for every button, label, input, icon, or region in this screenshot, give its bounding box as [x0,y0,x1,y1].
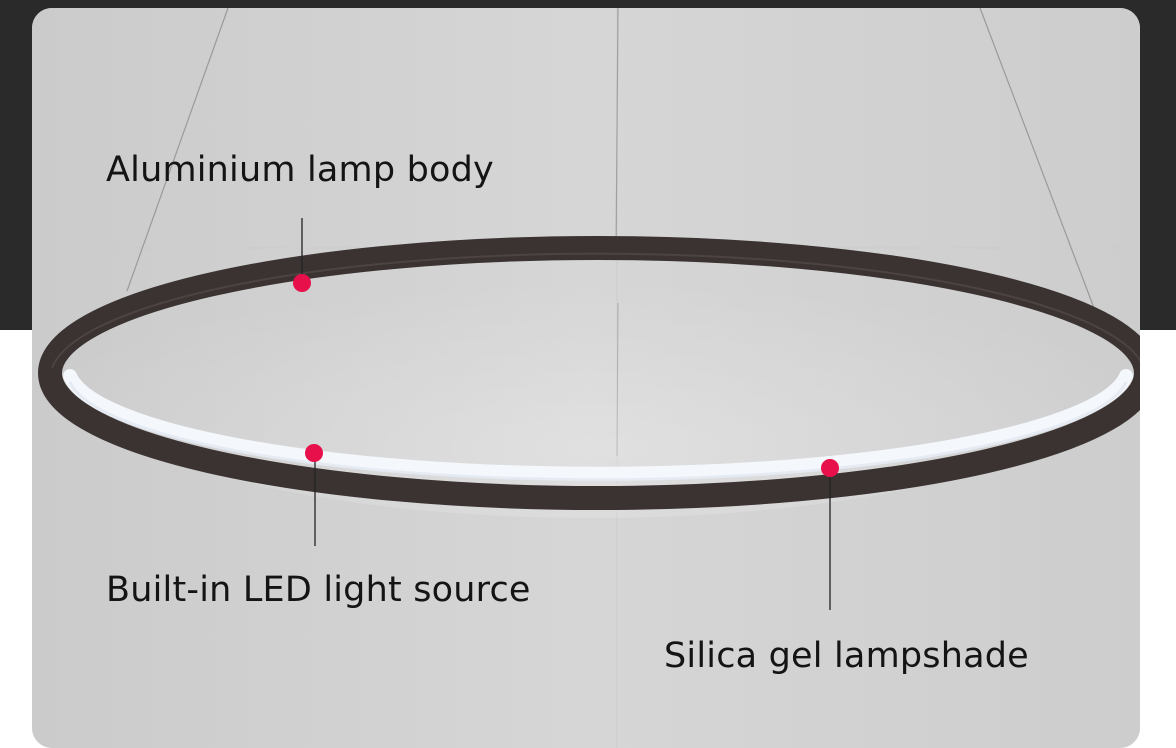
marker-dot-shade [821,459,839,477]
label-aluminium-lamp-body: Aluminium lamp body [106,150,494,190]
ring-led-strip [63,369,1133,481]
label-led-light-source: Built-in LED light source [106,570,531,610]
marker-dot-led [305,444,323,462]
marker-dot-body [293,274,311,292]
label-silica-gel-lampshade: Silica gel lampshade [664,636,1029,676]
product-photo-panel: Aluminium lamp body Built-in LED light s… [32,8,1140,748]
suspension-wire-right [979,8,1095,309]
suspension-wire-left [126,8,229,292]
light-glow [72,238,1112,518]
suspension-wire-center [615,8,619,259]
ring-lamp-body [38,236,1140,510]
lamp-illustration [32,8,1140,748]
